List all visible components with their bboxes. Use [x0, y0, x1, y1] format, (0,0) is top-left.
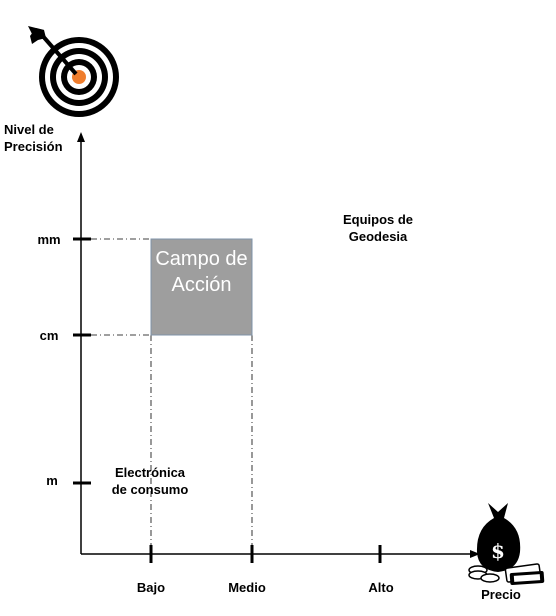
money-bag-icon: $ [468, 503, 545, 586]
electronica-consumo-label: Electrónica de consumo [111, 465, 189, 497]
x-axis [81, 550, 480, 558]
campo-label: Campo de Acción [155, 248, 248, 296]
campo-box [150, 238, 253, 336]
x-axis-title: Precio [481, 587, 521, 602]
y-tick-label-mm: mm [37, 232, 61, 247]
y-tick-label-m: m [46, 473, 58, 488]
equipos-geodesia-label: Equipos de Geodesia [342, 212, 414, 244]
y-tick-label-cm: cm [39, 328, 59, 343]
x-tick-label-alto: Alto [368, 580, 394, 595]
x-tick-label-medio: Medio [228, 580, 266, 595]
guide-lines [91, 238, 253, 545]
target-icon [28, 26, 119, 117]
x-tick-label-bajo: Bajo [136, 580, 166, 595]
svg-text:$: $ [491, 539, 505, 563]
y-axis-title: Nivel de Precisión [4, 122, 63, 154]
y-axis [77, 132, 85, 554]
